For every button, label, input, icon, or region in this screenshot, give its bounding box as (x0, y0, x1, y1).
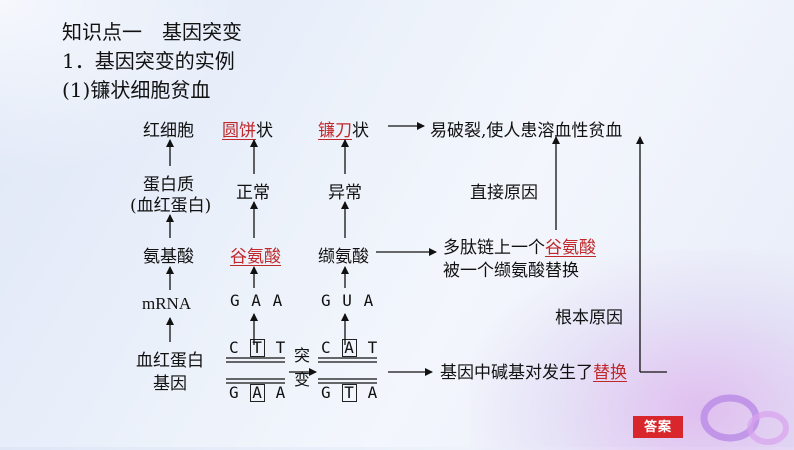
protein-note: (血红蛋白) (130, 196, 212, 216)
normal-mrna-seq: G A A (230, 291, 283, 310)
mutated-base-box: A (342, 338, 357, 357)
amino-acid-label: 氨基酸 (143, 247, 194, 267)
red-cell-label: 红细胞 (143, 121, 194, 141)
dna-base: T (275, 338, 287, 357)
normal-label: 正常 (236, 183, 270, 203)
mutant-dna-top: C A T (321, 338, 378, 357)
direct-cause-label: 直接原因 (470, 183, 538, 203)
normal-aa-answer[interactable]: 谷氨酸 (230, 247, 281, 267)
mutant-mrna-base: A (363, 291, 375, 310)
dna-base: C (321, 338, 332, 357)
normal-dna-bottom: G A A (229, 383, 286, 402)
normal-shape: 圆饼状 (222, 116, 273, 141)
dna-base: A (275, 383, 287, 402)
consequence-text: 易破裂,使人患溶血性贫血 (430, 121, 623, 141)
mutated-base-box: A (250, 383, 265, 402)
normal-mrna-base: A (272, 291, 284, 310)
aa-change-prefix: 多肽链上一个 (443, 238, 545, 258)
mutant-amino-acid: 缬氨酸 (318, 247, 369, 267)
dna-base: C (229, 338, 240, 357)
shape-suffix: 状 (256, 121, 273, 141)
shape-suffix: 状 (352, 121, 369, 141)
dna-base: T (367, 338, 379, 357)
mutant-shape: 镰刀状 (318, 116, 369, 141)
background-highlight (0, 0, 260, 180)
mutation-label-2: 变 (294, 370, 311, 389)
gene-label-line2: 基因 (153, 374, 187, 394)
mutant-dna-bottom: G T A (321, 383, 378, 402)
root-cause-label: 根本原因 (555, 308, 623, 328)
mutation-label-1: 突 (294, 346, 311, 365)
dna-base: G (321, 383, 332, 402)
gene-change-answer[interactable]: 替换 (593, 363, 627, 383)
normal-amino-acid: 谷氨酸 (230, 242, 281, 267)
mrna-label: mRNA (142, 294, 192, 313)
mutant-mrna-base: G (321, 291, 332, 310)
normal-mrna-base: A (251, 291, 262, 310)
protein-label: 蛋白质 (143, 175, 194, 195)
normal-shape-answer[interactable]: 圆饼 (222, 121, 256, 141)
decorative-rings (690, 380, 790, 450)
abnormal-label: 异常 (328, 183, 362, 203)
background-glow (470, 250, 794, 450)
gene-change-prefix: 基因中碱基对发生了 (440, 363, 593, 383)
normal-dna-top: C T T (229, 338, 286, 357)
mutant-mrna-base: U (342, 291, 353, 310)
example-heading: (1)镰状细胞贫血 (62, 78, 211, 102)
normal-mrna-base: G (230, 291, 241, 310)
answer-button[interactable]: 答案 (633, 416, 683, 438)
mutated-base-box: T (250, 338, 265, 357)
gene-label: 血红蛋白 (136, 351, 204, 371)
mutant-mrna-seq: G U A (321, 291, 374, 310)
aa-change-line1: 多肽链上一个谷氨酸 (443, 233, 596, 258)
subtitle: 1．基因突变的实例 (62, 49, 235, 73)
gene-change-text: 基因中碱基对发生了替换 (440, 358, 627, 383)
section-title: 知识点一 基因突变 (62, 20, 242, 44)
mutant-shape-answer[interactable]: 镰刀 (318, 121, 352, 141)
aa-change-line2: 被一个缬氨酸替换 (443, 261, 579, 281)
aa-change-answer[interactable]: 谷氨酸 (545, 238, 596, 258)
mutated-base-box: T (342, 383, 357, 402)
dna-base: G (229, 383, 240, 402)
dna-base: A (367, 383, 379, 402)
